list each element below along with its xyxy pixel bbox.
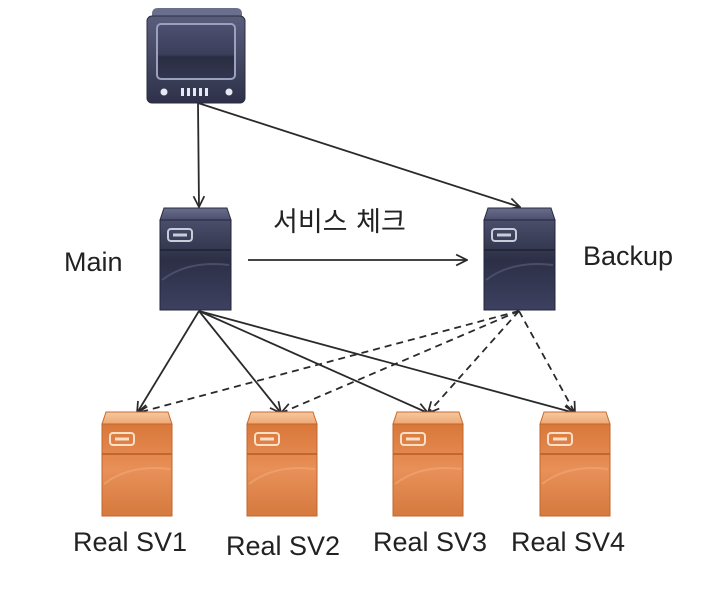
backup-server[interactable] — [483, 207, 556, 311]
edge-main-real-3 — [198, 310, 428, 413]
server-orange-icon — [101, 411, 173, 517]
edge-backup-real-3 — [428, 310, 520, 413]
real-server-1[interactable] — [101, 411, 173, 517]
real-server-label: Real SV3 — [373, 527, 488, 557]
main-server[interactable] — [159, 207, 232, 311]
edge-main-real-4 — [198, 310, 575, 413]
server-orange-icon — [539, 411, 611, 517]
real-server-label: Real SV1 — [73, 527, 188, 557]
backup-server-label: Backup — [583, 241, 674, 271]
monitor-icon — [146, 8, 246, 104]
service-check-label: 서비스 체크 — [273, 207, 406, 238]
server-dark-icon — [483, 207, 556, 311]
server-orange-icon — [392, 411, 464, 517]
edge-backup-real-2 — [281, 310, 520, 413]
real-server-3[interactable] — [392, 411, 464, 517]
edge-backup-real-1 — [137, 310, 520, 413]
real-server-2[interactable] — [246, 411, 318, 517]
edges-layer — [137, 102, 575, 413]
real-server-4[interactable] — [539, 411, 611, 517]
main-server-label: Main — [64, 247, 123, 277]
edge-client-backup — [197, 102, 520, 207]
edge-main-real-1 — [137, 310, 200, 413]
real-server-label: Real SV2 — [226, 531, 341, 561]
server-dark-icon — [159, 207, 232, 311]
edge-client-main — [198, 102, 199, 207]
edge-backup-real-4 — [518, 310, 575, 413]
server-orange-icon — [246, 411, 318, 517]
edge-main-real-2 — [198, 310, 281, 413]
client-monitor[interactable] — [146, 8, 246, 104]
real-server-label: Real SV4 — [511, 527, 626, 557]
real-servers — [101, 411, 611, 517]
